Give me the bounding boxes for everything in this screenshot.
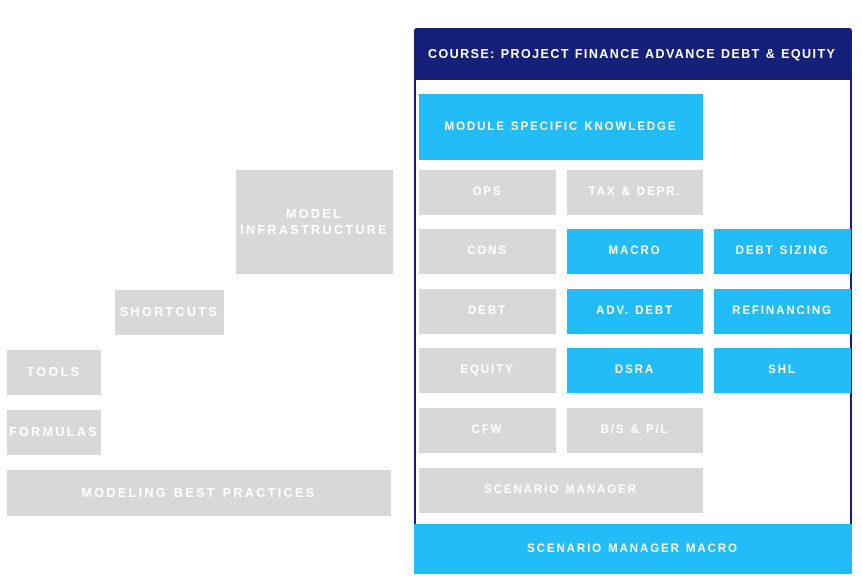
block-label: SCENARIO MANAGER MACRO — [527, 542, 739, 555]
block-refinancing[interactable]: REFINANCING — [714, 289, 851, 334]
block-label: MODEL INFRASTRUCTURE — [240, 206, 389, 237]
block-label: DEBT SIZING — [735, 245, 830, 258]
block-modeling-best-practices[interactable]: MODELING BEST PRACTICES — [7, 470, 391, 516]
block-macro[interactable]: MACRO — [567, 229, 703, 274]
block-label: CONS — [467, 245, 508, 258]
block-label: OPS — [472, 186, 503, 199]
block-model-infrastructure[interactable]: MODEL INFRASTRUCTURE — [236, 170, 393, 274]
block-label: TOOLS — [26, 365, 82, 380]
block-label: MODULE SPECIFIC KNOWLEDGE — [444, 120, 678, 133]
block-b-s-p-l[interactable]: B/S & P/L — [567, 408, 703, 453]
block-dsra[interactable]: DSRA — [567, 348, 703, 393]
block-debt-sizing[interactable]: DEBT SIZING — [714, 229, 851, 274]
block-formulas[interactable]: FORMULAS — [7, 410, 101, 455]
block-debt[interactable]: DEBT — [419, 289, 556, 334]
block-tax-depr[interactable]: TAX & DEPR. — [567, 170, 703, 215]
block-adv-debt[interactable]: ADV. DEBT — [567, 289, 703, 334]
course-panel: COURSE: PROJECT FINANCE ADVANCE DEBT & E… — [414, 28, 852, 574]
block-shl[interactable]: SHL — [714, 348, 851, 393]
course-panel-title: COURSE: PROJECT FINANCE ADVANCE DEBT & E… — [428, 47, 837, 61]
block-label: EQUITY — [460, 364, 515, 377]
block-scenario-manager-macro[interactable]: SCENARIO MANAGER MACRO — [414, 524, 852, 574]
block-label: TAX & DEPR. — [588, 186, 682, 199]
block-label: B/S & P/L — [600, 424, 670, 437]
block-label: MODELING BEST PRACTICES — [81, 485, 317, 500]
block-ops[interactable]: OPS — [419, 170, 556, 215]
block-module-specific-knowledge[interactable]: MODULE SPECIFIC KNOWLEDGE — [419, 94, 703, 160]
block-label: ADV. DEBT — [595, 305, 675, 318]
course-panel-header: COURSE: PROJECT FINANCE ADVANCE DEBT & E… — [414, 28, 852, 80]
block-label: DEBT — [468, 305, 507, 318]
block-label: SHORTCUTS — [119, 305, 220, 320]
block-label: DSRA — [614, 364, 656, 377]
block-scenario-manager[interactable]: SCENARIO MANAGER — [419, 468, 703, 513]
block-equity[interactable]: EQUITY — [419, 348, 556, 393]
block-label: SHL — [768, 364, 797, 377]
block-cfw[interactable]: CFW — [419, 408, 556, 453]
block-label: CFW — [471, 424, 504, 437]
block-label: MACRO — [608, 245, 662, 258]
block-shortcuts[interactable]: SHORTCUTS — [115, 290, 224, 335]
block-cons[interactable]: CONS — [419, 229, 556, 274]
block-label: SCENARIO MANAGER — [484, 484, 638, 497]
block-tools[interactable]: TOOLS — [7, 350, 101, 395]
block-label: REFINANCING — [732, 305, 833, 318]
block-label: FORMULAS — [8, 425, 100, 440]
